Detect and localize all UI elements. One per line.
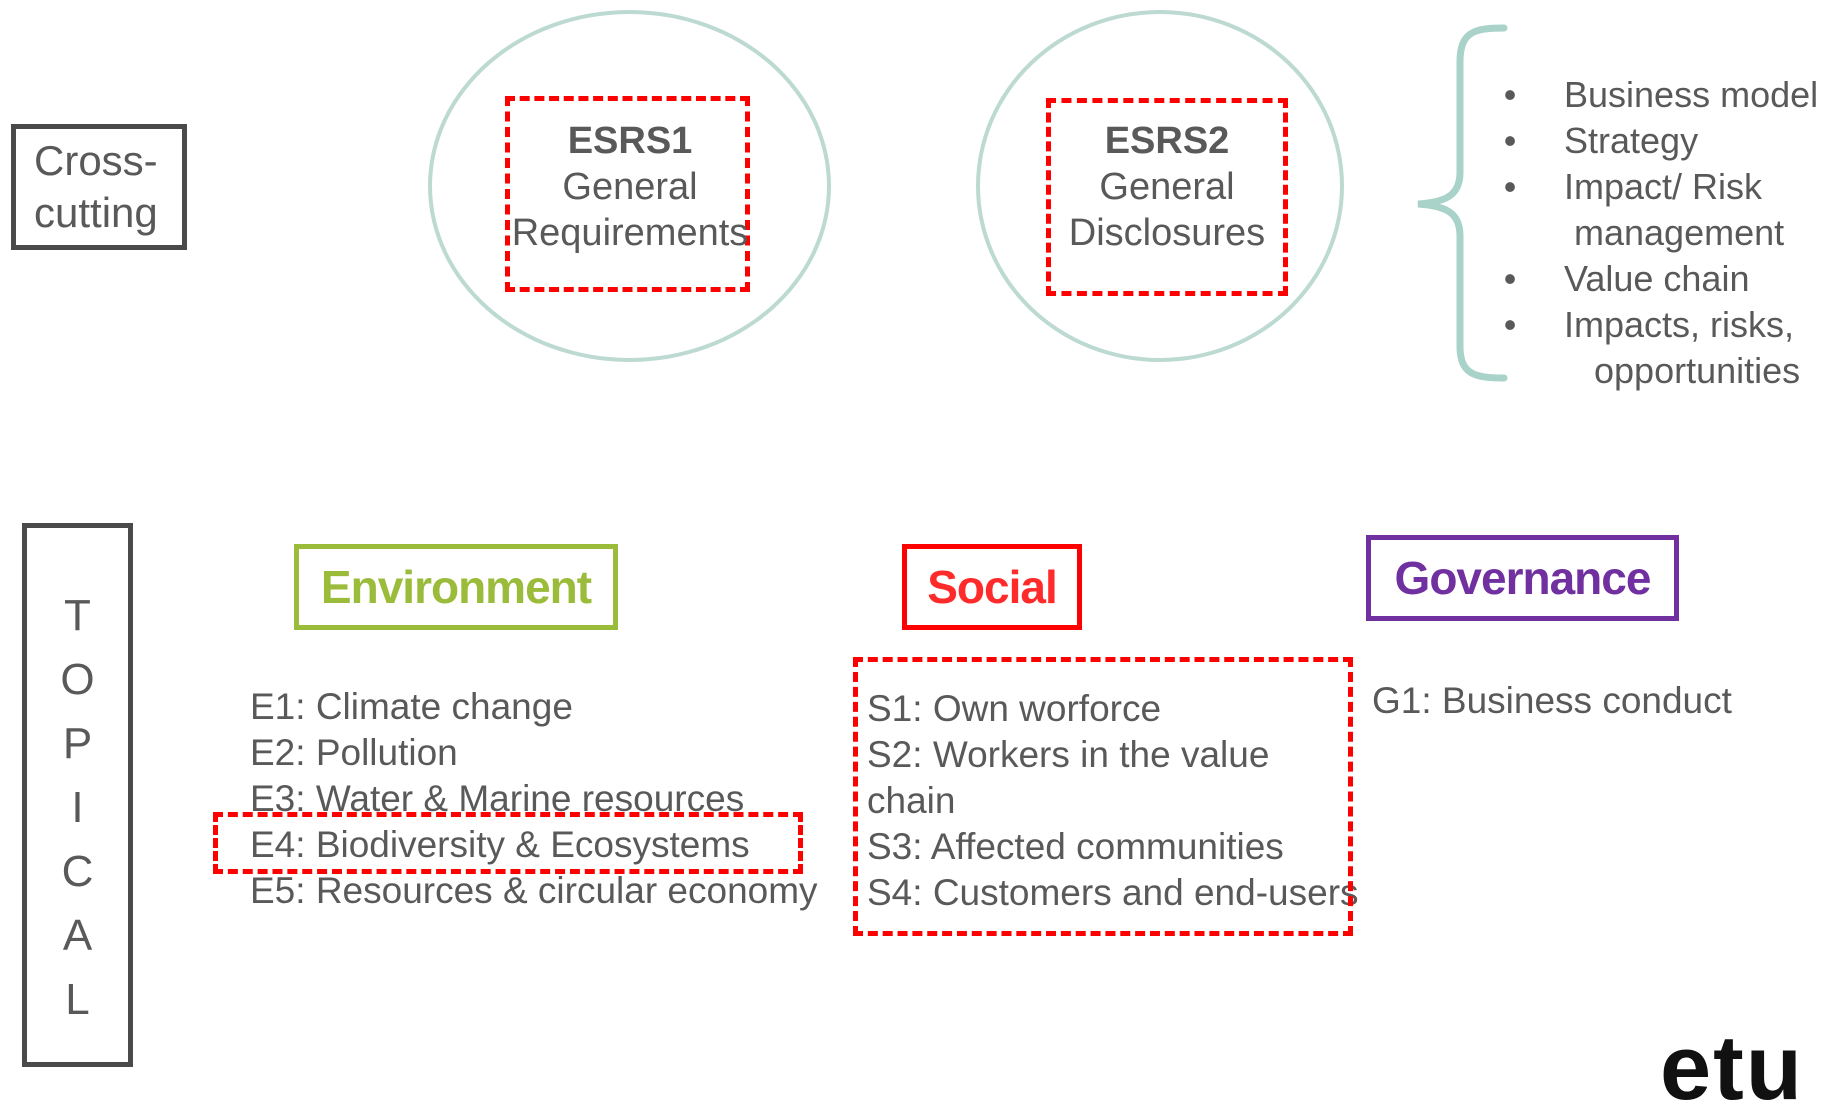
list-item: • Impacts, risks, opportunities xyxy=(1500,302,1818,394)
crosscutting-label-line1: Cross- xyxy=(34,137,158,184)
list-item: chain xyxy=(867,780,956,821)
list-item: E2: Pollution xyxy=(250,732,458,773)
bullet-icon: • xyxy=(1503,166,1517,207)
social-topic-list: S1: Own worforce S2: Workers in the valu… xyxy=(867,686,1359,916)
list-item-text: Value chain xyxy=(1564,258,1750,299)
list-item-continuation: opportunities xyxy=(1564,350,1801,391)
bullet-icon: • xyxy=(1503,74,1517,115)
topical-label-box: T O P I C A L xyxy=(22,523,133,1067)
crosscutting-label-box: Cross- cutting xyxy=(11,124,187,250)
list-item: • Impact/ Risk management xyxy=(1500,164,1818,256)
esrs1-circle xyxy=(428,10,831,362)
governance-pillar: Governance xyxy=(1366,535,1679,621)
environment-pillar: Environment xyxy=(294,544,618,630)
logo-fragment: etu xyxy=(1660,1017,1804,1119)
topical-letter: I xyxy=(71,783,84,832)
esrs1-line1: General xyxy=(562,166,698,208)
list-item-text: Business model xyxy=(1564,74,1819,115)
list-item-continuation: management xyxy=(1564,212,1785,253)
list-item: E5: Resources & circular economy xyxy=(250,870,818,911)
topical-letter: L xyxy=(65,975,90,1024)
curly-brace-icon xyxy=(1417,24,1508,382)
social-pillar: Social xyxy=(902,544,1082,630)
esrs2-circle xyxy=(976,10,1344,362)
list-item: • Value chain xyxy=(1500,256,1818,302)
topical-letter: O xyxy=(60,655,95,704)
esrs1-code: ESRS1 xyxy=(567,120,693,162)
topical-letter: P xyxy=(62,719,93,768)
governance-topic-list: G1: Business conduct xyxy=(1372,678,1732,724)
list-item: S3: Affected communities xyxy=(867,826,1284,867)
bullet-icon: • xyxy=(1503,304,1517,345)
esrs2-line2: Disclosures xyxy=(1068,212,1266,254)
esrs1-label: ESRS1 General Requirements xyxy=(505,118,755,256)
bullet-icon: • xyxy=(1503,120,1517,161)
esrs2-code: ESRS2 xyxy=(1104,120,1230,162)
list-item-text: Impact/ Risk xyxy=(1564,166,1763,207)
bullet-icon: • xyxy=(1503,258,1517,299)
list-item: G1: Business conduct xyxy=(1372,680,1732,721)
esrs2-label: ESRS2 General Disclosures xyxy=(1046,118,1288,256)
environment-topic-list: E1: Climate change E2: Pollution E3: Wat… xyxy=(250,684,818,914)
list-item: S4: Customers and end-users xyxy=(867,872,1359,913)
list-item-text: Impacts, risks, xyxy=(1564,304,1795,345)
topical-letter: T xyxy=(64,591,91,640)
e4-highlight-box xyxy=(213,812,803,874)
list-item: S1: Own worforce xyxy=(867,688,1162,729)
list-item: S2: Workers in the value xyxy=(867,734,1270,775)
topical-letter: A xyxy=(62,911,93,960)
list-item: • Business model xyxy=(1500,72,1818,118)
esrs2-highlight-box xyxy=(1046,98,1288,296)
list-item: • Strategy xyxy=(1500,118,1818,164)
list-item-text: Strategy xyxy=(1564,120,1699,161)
esrs2-line1: General xyxy=(1099,166,1235,208)
esrs1-highlight-box xyxy=(505,96,750,292)
esrs1-line2: Requirements xyxy=(511,212,749,254)
social-highlight-box xyxy=(853,657,1353,936)
list-item: E4: Biodiversity & Ecosystems xyxy=(250,824,750,865)
topical-letter: C xyxy=(61,847,94,896)
list-item: E1: Climate change xyxy=(250,686,573,727)
esrs2-topic-list: • Business model • Strategy • Impact/ Ri… xyxy=(1500,72,1818,394)
crosscutting-label-line2: cutting xyxy=(34,189,158,236)
